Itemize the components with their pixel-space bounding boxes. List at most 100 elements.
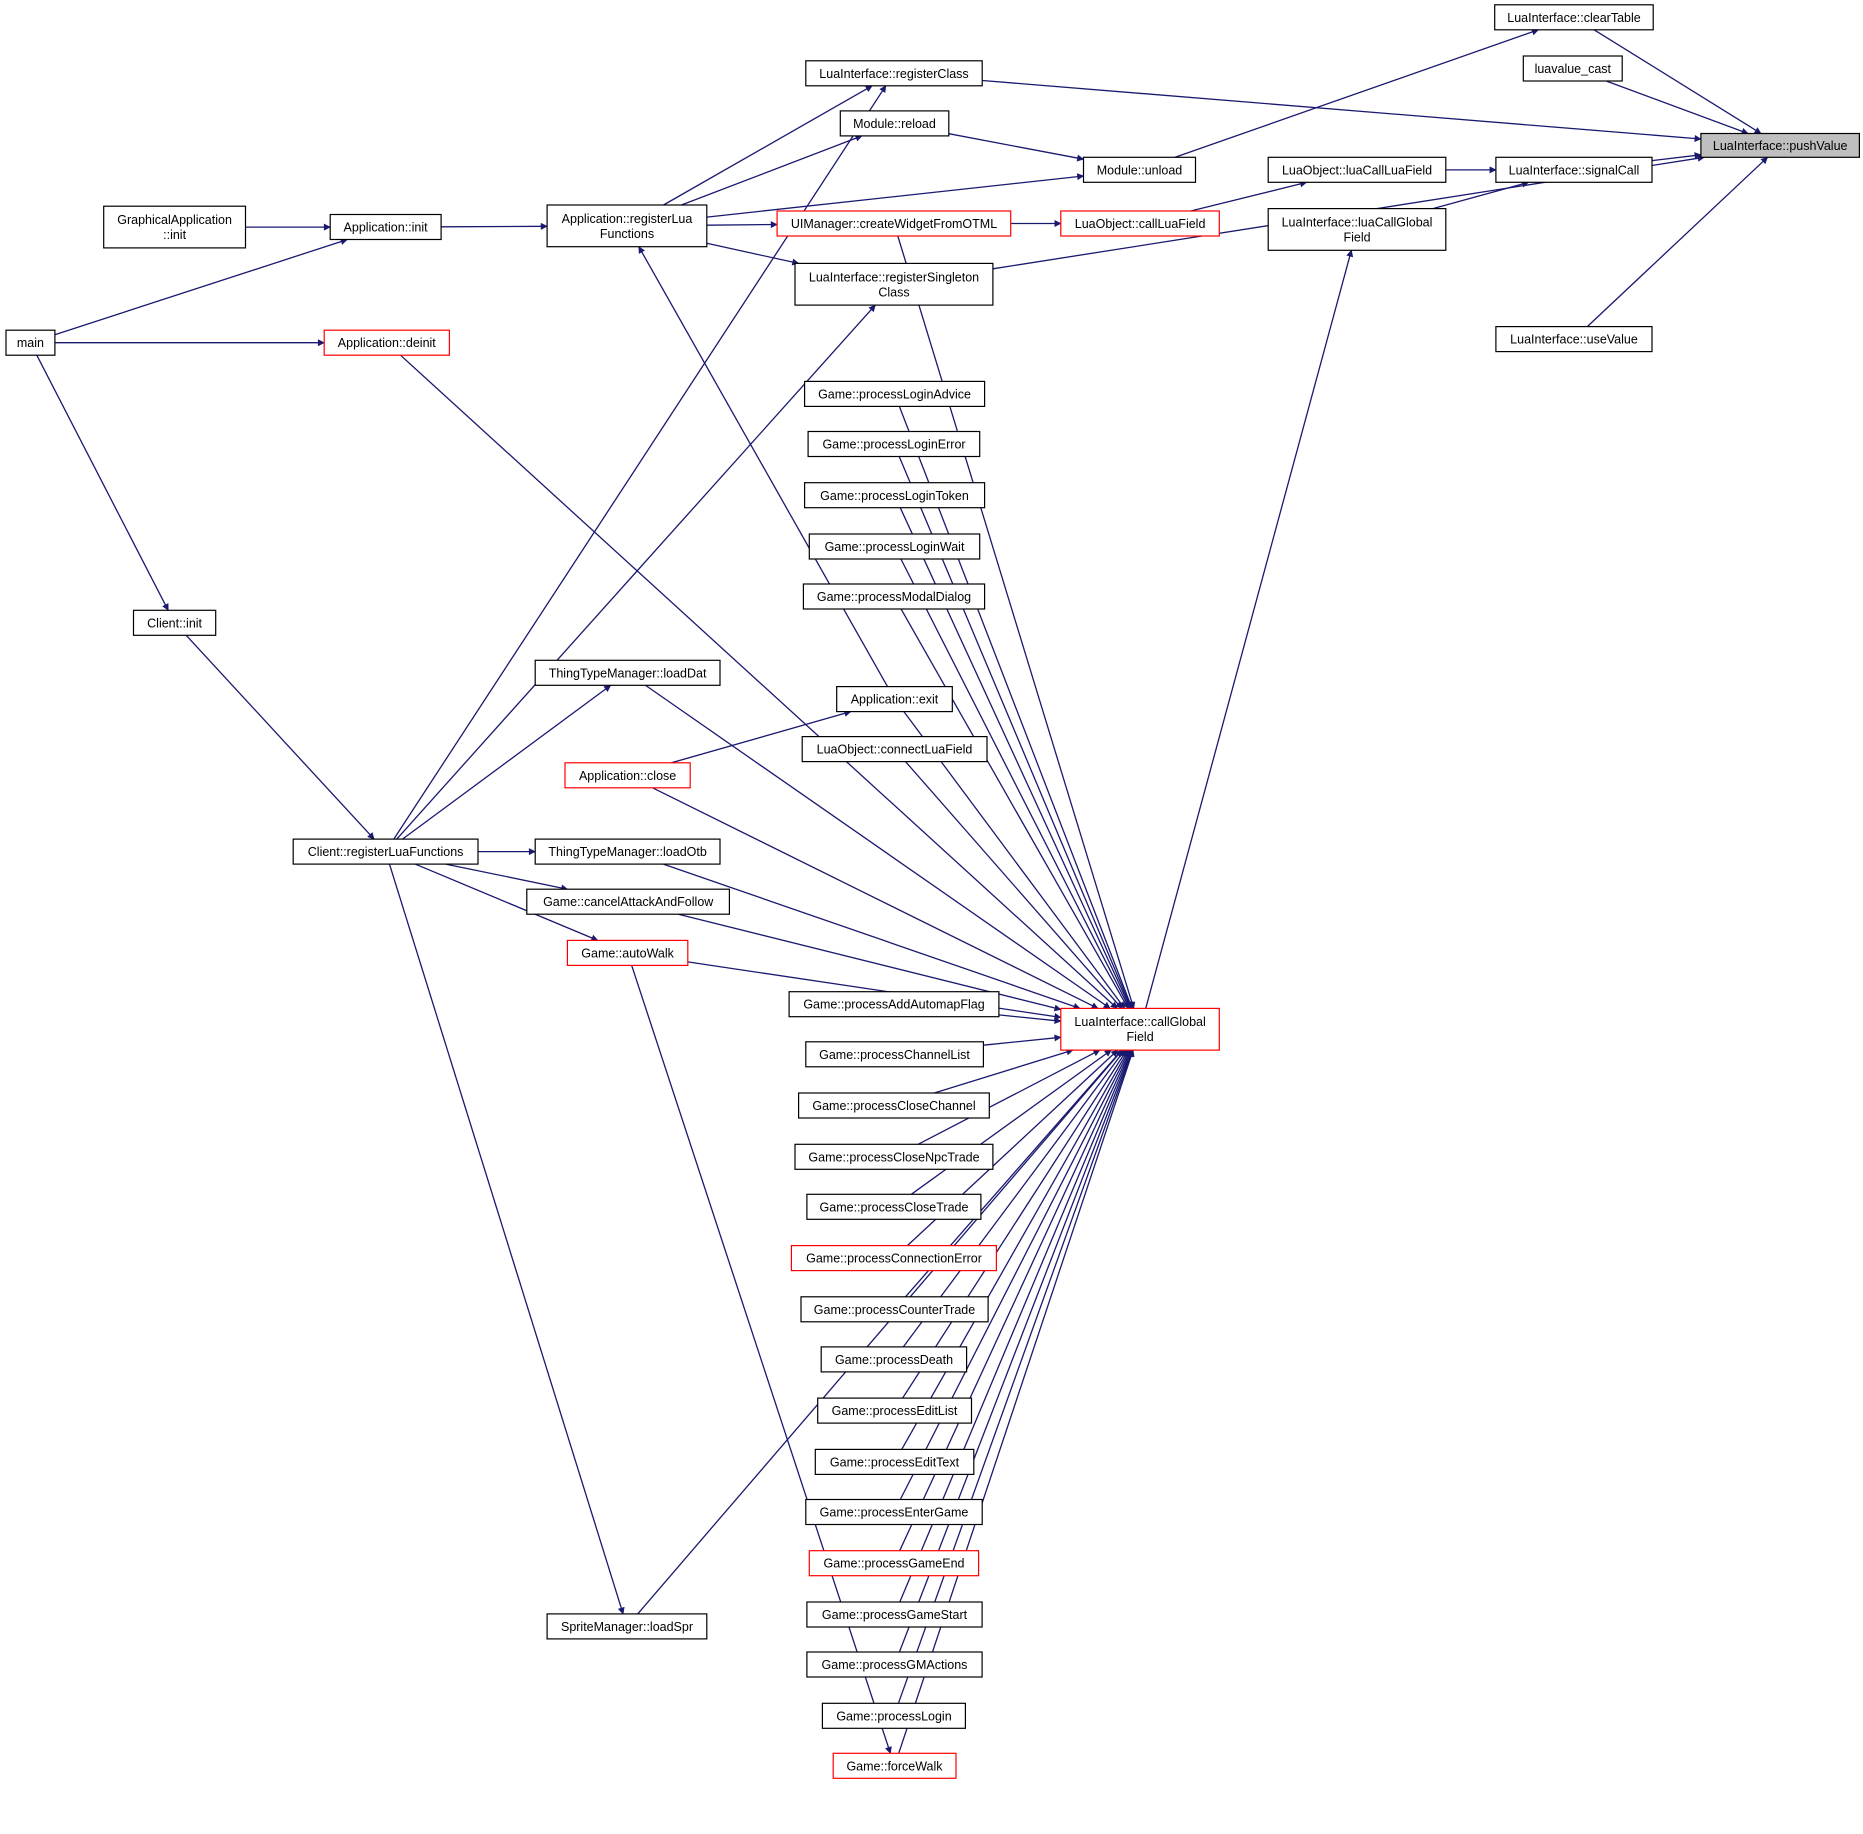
node-autoWalk[interactable]: Game::autoWalk (566, 939, 689, 967)
edge-clientRegister-to-registerClass (393, 85, 887, 840)
node-box (534, 659, 721, 686)
edge-forceWalk-to-callGlobalField (898, 1049, 1135, 1754)
node-label: LuaInterface::luaCallGlobal (1282, 215, 1433, 229)
node-appDeinit[interactable]: Application::deinit (323, 329, 451, 356)
node-label: Functions (600, 227, 654, 241)
node-box (806, 1193, 982, 1220)
node-death[interactable]: Game::processDeath (820, 1346, 968, 1373)
node-box (805, 1041, 984, 1068)
node-gameEnd[interactable]: Game::processGameEnd (808, 1550, 980, 1577)
node-luaCallLuaField[interactable]: LuaObject::luaCallLuaField (1267, 156, 1447, 183)
node-box (1060, 1007, 1220, 1051)
node-appInit[interactable]: Application::init (329, 213, 442, 241)
node-loginWait[interactable]: Game::processLoginWait (808, 533, 981, 560)
node-label: Game::processDeath (835, 1353, 953, 1367)
edge-callGlobalField-to-luaCallGlobalField (1145, 249, 1354, 1009)
edge-loadOtb-to-callGlobalField (663, 863, 1081, 1010)
node-box (800, 1296, 989, 1323)
node-forceWalk[interactable]: Game::forceWalk (832, 1752, 957, 1779)
node-box (821, 1702, 967, 1729)
node-loginError[interactable]: Game::processLoginError (807, 430, 981, 458)
node-label: Game::processCloseTrade (820, 1200, 969, 1214)
node-box (790, 1244, 998, 1272)
node-loginAdvice[interactable]: Game::processLoginAdvice (803, 380, 986, 407)
node-cancelAttack[interactable]: Game::cancelAttackAndFollow (526, 888, 730, 915)
node-closeTrade[interactable]: Game::processCloseTrade (806, 1193, 982, 1220)
node-label: Class (878, 285, 909, 299)
node-box (526, 888, 730, 915)
node-label: Game::processChannelList (819, 1048, 970, 1062)
node-appExit[interactable]: Application::exit (836, 685, 953, 713)
node-clientInit[interactable]: Client::init (132, 609, 217, 636)
node-moduleReload[interactable]: Module::reload (839, 110, 950, 137)
node-connectLuaField[interactable]: LuaObject::connectLuaField (801, 735, 988, 763)
edge-luavalue_cast-to-pushValue (1606, 80, 1749, 135)
node-closeNpcTrade[interactable]: Game::processCloseNpcTrade (794, 1143, 994, 1170)
node-gameStart[interactable]: Game::processGameStart (806, 1601, 983, 1628)
edge-channelList-to-callGlobalField (983, 1034, 1062, 1046)
node-useValue[interactable]: LuaInterface::useValue (1495, 326, 1653, 353)
node-box (836, 685, 953, 713)
node-label: LuaInterface::registerClass (819, 67, 968, 81)
node-box (797, 1092, 990, 1119)
node-editList[interactable]: Game::processEditList (817, 1397, 973, 1424)
node-box (1700, 132, 1861, 158)
node-label: ThingTypeManager::loadOtb (548, 845, 706, 859)
edge-editText-to-callGlobalField (901, 1049, 1129, 1450)
node-label: Game::processLogin (836, 1709, 951, 1723)
node-label: GraphicalApplication (117, 213, 232, 227)
edge-loginWait-to-callGlobalField (900, 558, 1131, 1010)
node-label: Game::processGMActions (822, 1658, 968, 1672)
node-clearTable[interactable]: LuaInterface::clearTable (1494, 4, 1654, 31)
node-box (1060, 210, 1220, 237)
edge-appRegisterLua-to-registerClass (663, 85, 873, 206)
edge-main-to-clientInit (36, 354, 169, 611)
node-label: Game::processAddAutomapFlag (803, 998, 984, 1012)
edge-moduleUnload-to-clearTable (1174, 28, 1539, 158)
node-box (794, 1143, 994, 1170)
node-appClose[interactable]: Application::close (564, 762, 691, 789)
node-label: LuaObject::luaCallLuaField (1282, 163, 1432, 177)
node-label: LuaInterface::pushValue (1713, 139, 1848, 153)
node-modalDialog[interactable]: Game::processModalDialog (802, 583, 986, 610)
node-label: Client::registerLuaFunctions (308, 845, 464, 859)
node-enterGame[interactable]: Game::processEnterGame (805, 1498, 983, 1526)
node-createWidget[interactable]: UIManager::createWidgetFromOTML (776, 210, 1012, 237)
node-clientRegister[interactable]: Client::registerLuaFunctions (292, 838, 479, 865)
node-loadDat[interactable]: ThingTypeManager::loadDat (534, 659, 721, 686)
node-gmActions[interactable]: Game::processGMActions (806, 1651, 983, 1678)
node-box (805, 1498, 983, 1526)
node-pushValue[interactable]: LuaInterface::pushValue (1700, 132, 1861, 158)
edge-processLogin-to-callGlobalField (897, 1049, 1134, 1704)
node-box (5, 329, 56, 356)
node-label: Application::close (579, 769, 676, 783)
node-box (534, 838, 721, 865)
node-signalCall[interactable]: LuaInterface::signalCall (1495, 156, 1653, 183)
node-addAutomap[interactable]: Game::processAddAutomapFlag (788, 991, 1000, 1018)
node-loadSpr[interactable]: SpriteManager::loadSpr (546, 1613, 708, 1640)
node-appRegisterLua[interactable]: Application::registerLuaFunctions (546, 204, 708, 248)
node-loadOtb[interactable]: ThingTypeManager::loadOtb (534, 838, 721, 865)
node-counterTrade[interactable]: Game::processCounterTrade (800, 1296, 989, 1323)
node-graphicalInit[interactable]: GraphicalApplication::init (103, 205, 247, 249)
node-processLogin[interactable]: Game::processLogin (821, 1702, 967, 1729)
node-channelList[interactable]: Game::processChannelList (805, 1041, 984, 1068)
node-registerClass[interactable]: LuaInterface::registerClass (805, 60, 983, 87)
node-luavalue_cast[interactable]: luavalue_cast (1522, 55, 1623, 82)
node-box (1495, 326, 1653, 353)
node-callLuaField[interactable]: LuaObject::callLuaField (1060, 210, 1220, 237)
node-closeChannel[interactable]: Game::processCloseChannel (797, 1092, 990, 1119)
node-label: SpriteManager::loadSpr (561, 1620, 693, 1634)
node-moduleUnload[interactable]: Module::unload (1082, 156, 1197, 183)
node-loginToken[interactable]: Game::processLoginToken (803, 482, 986, 509)
node-box (1267, 156, 1447, 183)
node-connectionError[interactable]: Game::processConnectionError (790, 1244, 998, 1272)
node-box (832, 1752, 957, 1779)
node-label: Game::processLoginError (822, 438, 965, 452)
node-main[interactable]: main (5, 329, 56, 356)
node-editText[interactable]: Game::processEditText (814, 1448, 975, 1476)
